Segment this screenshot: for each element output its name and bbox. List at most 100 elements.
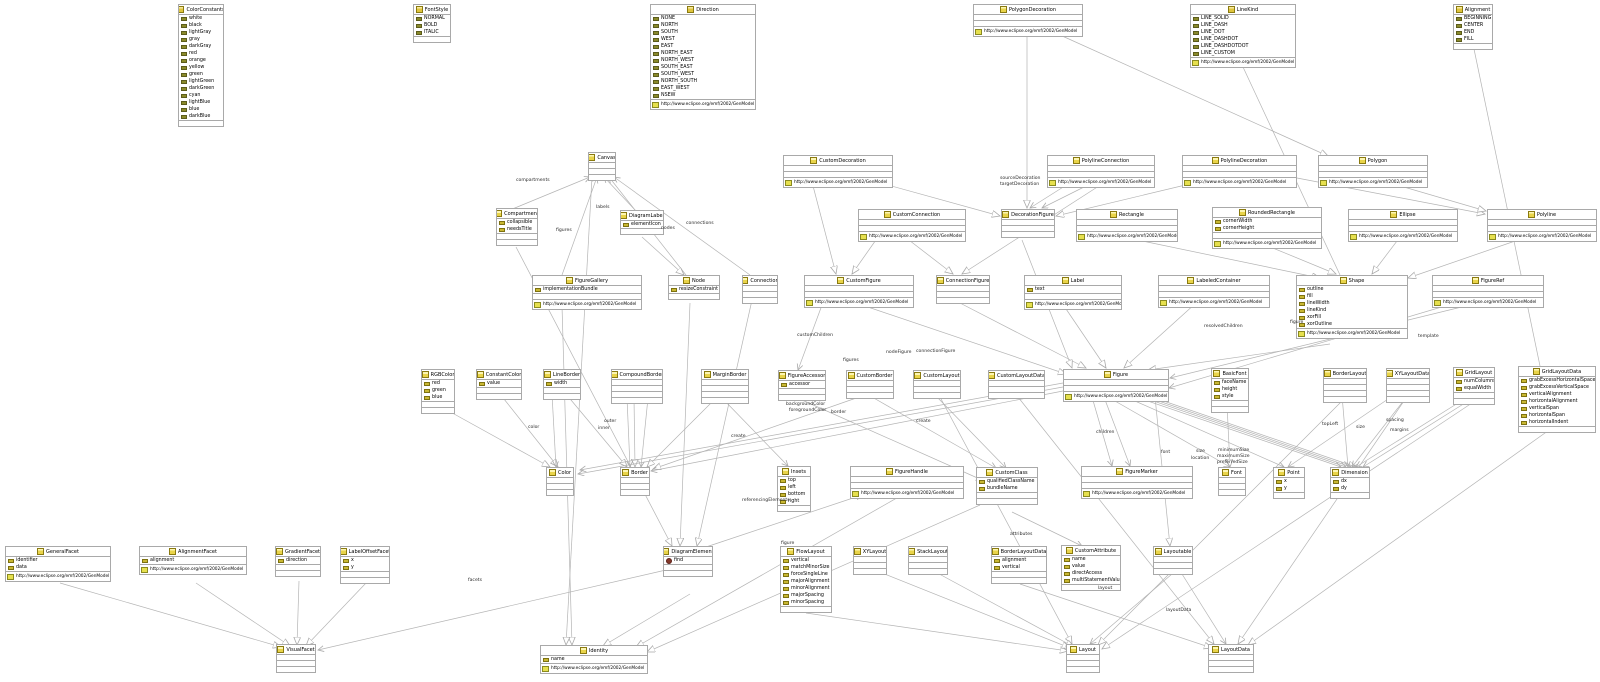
annotation-row[interactable]: http://www.eclipse.org/emf/2002/GenModel xyxy=(1048,178,1154,187)
attribute-row[interactable]: numColumns xyxy=(1454,378,1494,385)
attribute-row[interactable]: LINE_CUSTOM xyxy=(1191,50,1295,57)
attribute-row[interactable]: lineKind xyxy=(1297,307,1407,314)
attribute-row[interactable]: x xyxy=(341,557,389,564)
annotation-row[interactable]: http://www.eclipse.org/emf/2002/GenModel xyxy=(1433,298,1543,307)
attribute-row[interactable]: EAST xyxy=(651,43,755,50)
attribute-row[interactable]: END xyxy=(1454,29,1492,36)
attribute-row[interactable]: collapsible xyxy=(497,219,537,226)
attribute-row[interactable]: darkGray xyxy=(179,43,223,50)
annotation-row[interactable]: http://www.eclipse.org/emf/2002/GenModel xyxy=(851,489,963,498)
attribute-row[interactable]: data xyxy=(6,564,110,571)
attribute-row[interactable]: white xyxy=(179,15,223,22)
class-box-Connection[interactable]: Connection xyxy=(742,275,778,304)
annotation-row[interactable]: http://www.eclipse.org/emf/2002/GenModel xyxy=(1159,298,1269,307)
attribute-row[interactable]: alignment xyxy=(140,557,246,564)
attribute-row[interactable]: ITALIC xyxy=(414,29,450,36)
attribute-row[interactable]: directAccess xyxy=(1062,570,1120,577)
class-box-Canvas[interactable]: Canvas xyxy=(588,152,616,181)
attribute-row[interactable]: implementationBundle xyxy=(533,286,641,293)
attribute-row[interactable]: green xyxy=(179,71,223,78)
class-box-Layoutable[interactable]: Layoutable xyxy=(1153,546,1193,575)
attribute-row[interactable]: CENTER xyxy=(1454,22,1492,29)
attribute-row[interactable]: verticalAlignment xyxy=(1519,391,1595,398)
class-box-Border[interactable]: Border xyxy=(620,467,650,496)
class-box-LayoutData[interactable]: LayoutData xyxy=(1208,644,1254,673)
annotation-row[interactable]: http://www.eclipse.org/emf/2002/GenModel xyxy=(1488,232,1596,241)
attribute-row[interactable]: cyan xyxy=(179,92,223,99)
class-box-VisualFacet[interactable]: VisualFacet xyxy=(276,644,316,673)
attribute-row[interactable]: outline xyxy=(1297,286,1407,293)
attribute-row[interactable]: horizontalAlignment xyxy=(1519,398,1595,405)
attribute-row[interactable]: left xyxy=(778,484,810,491)
attribute-row[interactable]: vertical xyxy=(781,557,831,564)
class-box-XYLayout[interactable]: XYLayout xyxy=(853,546,887,575)
attribute-row[interactable]: darkGreen xyxy=(179,85,223,92)
attribute-row[interactable]: lineWidth xyxy=(1297,300,1407,307)
attribute-row[interactable]: width xyxy=(544,380,580,387)
attribute-row[interactable]: multiStatementValue xyxy=(1062,577,1120,584)
annotation-row[interactable]: http://www.eclipse.org/emf/2002/GenModel xyxy=(805,298,913,307)
annotation-row[interactable]: http://www.eclipse.org/emf/2002/GenModel xyxy=(1349,232,1457,241)
attribute-row[interactable]: lightGray xyxy=(179,29,223,36)
attribute-row[interactable]: SOUTH_EAST xyxy=(651,64,755,71)
annotation-row[interactable]: http://www.eclipse.org/emf/2002/GenModel xyxy=(1297,329,1407,338)
class-box-Color[interactable]: Color xyxy=(546,467,574,496)
annotation-row[interactable]: http://www.eclipse.org/emf/2002/GenModel xyxy=(784,178,892,187)
attribute-row[interactable]: x xyxy=(1274,478,1304,485)
annotation-row[interactable]: http://www.eclipse.org/emf/2002/GenModel xyxy=(1213,239,1321,248)
attribute-row[interactable]: cornerWidth xyxy=(1213,218,1321,225)
attribute-row[interactable]: value xyxy=(1062,563,1120,570)
attribute-row[interactable]: SOUTH_WEST xyxy=(651,71,755,78)
class-box-DecorationFigure[interactable]: DecorationFigure xyxy=(1001,209,1055,238)
attribute-row[interactable]: identifier xyxy=(6,557,110,564)
attribute-row[interactable]: minorAlignment xyxy=(781,585,831,592)
attribute-row[interactable]: cornerHeight xyxy=(1213,225,1321,232)
attribute-row[interactable]: WEST xyxy=(651,36,755,43)
attribute-row[interactable]: matchMinorSize xyxy=(781,564,831,571)
attribute-row[interactable]: NORTH_WEST xyxy=(651,57,755,64)
annotation-row[interactable]: http://www.eclipse.org/emf/2002/GenModel xyxy=(1319,178,1427,187)
attribute-row[interactable]: xorOutline xyxy=(1297,321,1407,328)
attribute-row[interactable]: height xyxy=(1212,386,1248,393)
attribute-row[interactable]: BOLD xyxy=(414,22,450,29)
attribute-row[interactable]: horizontalSpan xyxy=(1519,412,1595,419)
class-box-CompoundBorder[interactable]: CompoundBorder xyxy=(611,369,663,404)
attribute-row[interactable]: black xyxy=(179,22,223,29)
annotation-row[interactable]: http://www.eclipse.org/emf/2002/GenModel xyxy=(1183,178,1296,187)
attribute-row[interactable]: y xyxy=(1274,485,1304,492)
attribute-row[interactable]: red xyxy=(422,380,454,387)
annotation-row[interactable]: http://www.eclipse.org/emf/2002/GenModel xyxy=(541,664,647,673)
attribute-row[interactable]: bottom xyxy=(778,491,810,498)
annotation-row[interactable]: http://www.eclipse.org/emf/2002/GenModel xyxy=(859,232,965,241)
attribute-row[interactable]: dx xyxy=(1331,478,1369,485)
annotation-row[interactable]: http://www.eclipse.org/emf/2002/GenModel xyxy=(140,565,246,574)
attribute-row[interactable]: verticalSpan xyxy=(1519,405,1595,412)
class-box-CustomBorder[interactable]: CustomBorder xyxy=(846,370,894,399)
annotation-row[interactable]: http://www.eclipse.org/emf/2002/GenModel xyxy=(533,300,641,309)
attribute-row[interactable]: NORTH_EAST xyxy=(651,50,755,57)
annotation-row[interactable]: http://www.eclipse.org/emf/2002/GenModel xyxy=(1082,489,1192,498)
attribute-row[interactable]: SOUTH xyxy=(651,29,755,36)
